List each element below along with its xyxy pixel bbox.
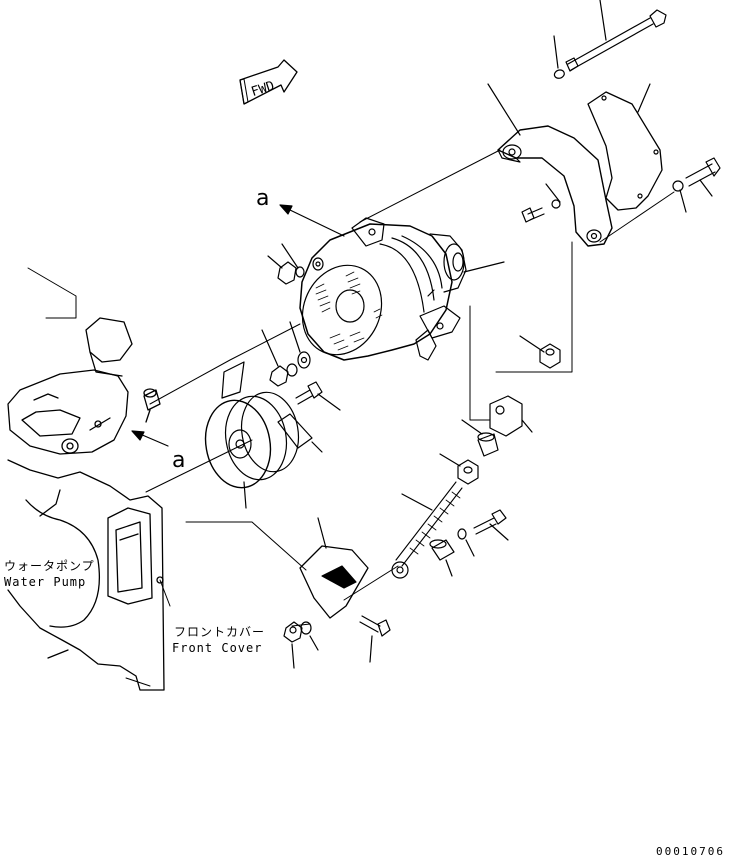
drawing-number: 00010706 <box>656 845 725 858</box>
nut-right <box>520 336 560 368</box>
nut-washer-lower <box>262 322 310 386</box>
view-ref-lower: a <box>172 448 186 473</box>
alternator <box>288 218 504 368</box>
front-cover <box>8 460 164 690</box>
washer-small <box>458 529 474 556</box>
front-cover-label-jp: フロントカバー <box>174 625 266 639</box>
mounting-bracket <box>488 84 612 246</box>
block-connector <box>490 396 532 436</box>
pulley-bolt <box>296 382 340 410</box>
collar <box>430 540 454 576</box>
adjust-bracket <box>300 518 368 618</box>
bolt-bracket-small <box>522 184 560 222</box>
label-leaders <box>126 580 170 686</box>
washer-bottom <box>301 622 318 650</box>
water-pump-label-jp: ウォータポンプ <box>4 559 95 573</box>
pulley <box>199 362 322 508</box>
nut-washer-upper <box>268 244 323 284</box>
assembly-lines <box>28 150 674 626</box>
front-cover-label-en: Front Cover <box>172 641 263 655</box>
nut-lower-right <box>440 454 478 484</box>
nut-bottom <box>284 622 302 668</box>
view-arrow-upper <box>280 205 344 236</box>
bolt-bottom <box>360 616 390 662</box>
adjusting-bolt <box>392 482 462 578</box>
water-pump <box>8 318 160 454</box>
fwd-text: FWD <box>249 79 276 101</box>
spacer-right <box>462 420 498 456</box>
water-pump-label-en: Water Pump <box>4 575 87 589</box>
bolt-right-upper <box>673 158 720 212</box>
fwd-arrow-icon: FWD <box>240 60 297 104</box>
view-ref-upper: a <box>256 186 270 211</box>
view-arrow-lower <box>132 431 168 446</box>
bolt-lower-right <box>474 510 508 540</box>
cover-plate <box>588 84 662 210</box>
long-bolt-top <box>554 0 666 78</box>
